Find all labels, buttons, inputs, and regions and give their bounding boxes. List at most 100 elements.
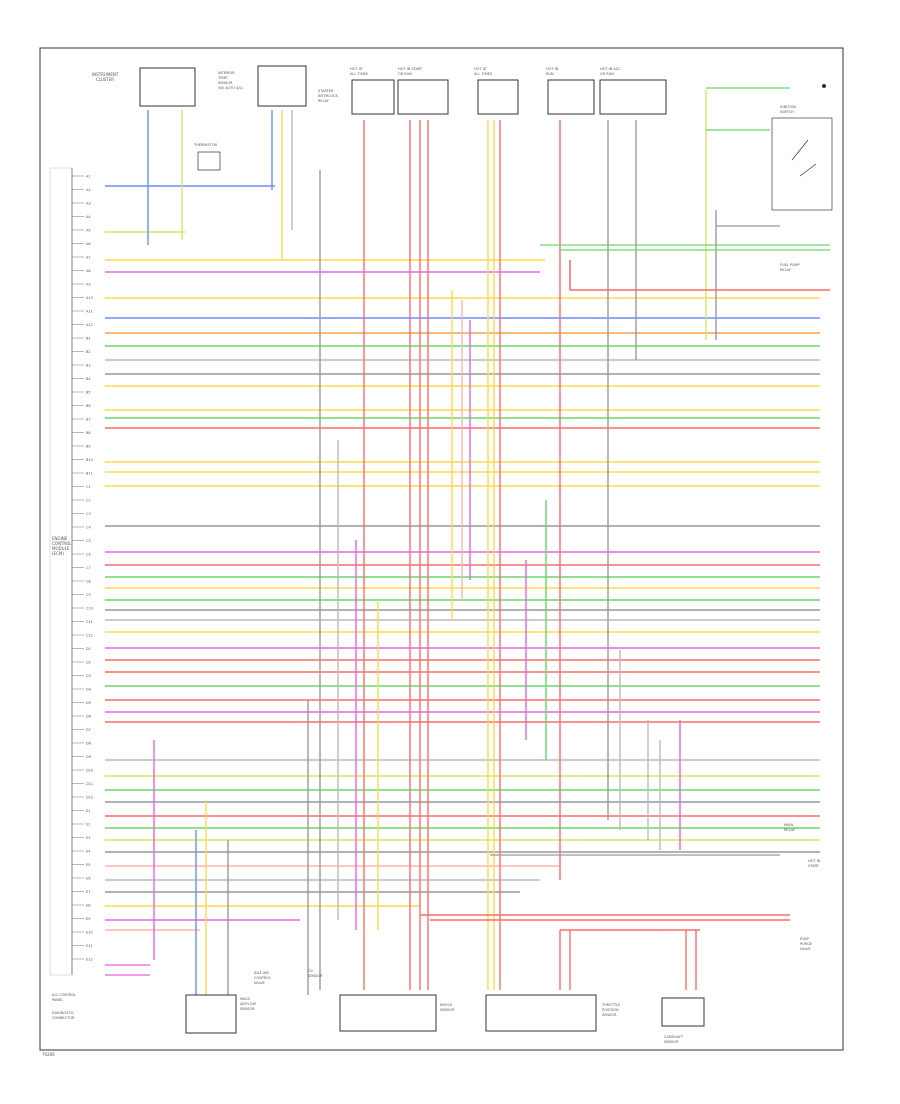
pin-label: D12 (86, 796, 93, 800)
pin-label: E11 (86, 944, 93, 948)
pin-label: C2 (86, 499, 91, 503)
pin-label: B8 (86, 431, 91, 435)
pin-label: D8 (86, 742, 91, 746)
pin-label: A2 (86, 188, 91, 192)
pin-label: A11 (86, 310, 93, 314)
pin-label: A10 (86, 296, 93, 300)
pin-label: A5 (86, 229, 91, 233)
pin-label: C4 (86, 526, 91, 530)
pin-label: D10 (86, 769, 93, 773)
pin-label: E2 (86, 823, 90, 827)
pin-label: B1 (86, 337, 91, 341)
pin-label: E4 (86, 850, 91, 854)
pin-label: A8 (86, 269, 91, 273)
pin-label: A7 (86, 256, 91, 260)
pin-label: C6 (86, 553, 91, 557)
pin-label: D3 (86, 674, 91, 678)
pin-label: E8 (86, 904, 90, 908)
pin-label: D5 (86, 701, 91, 705)
pin-label: C5 (86, 539, 91, 543)
pin-label: B5 (86, 391, 91, 395)
pin-label: C3 (86, 512, 91, 516)
pin-label: B7 (86, 418, 91, 422)
pin-label: A1 (86, 175, 91, 179)
pin-label: A4 (86, 215, 91, 219)
relay-wire (569, 260, 830, 291)
pin-label: B6 (86, 404, 91, 408)
pin-label: C12 (86, 634, 93, 638)
pin-label: A9 (86, 283, 91, 287)
pin-label: A3 (86, 202, 91, 206)
pin-label: E10 (86, 931, 93, 935)
pin-label: D11 (86, 782, 93, 786)
pin-label: C11 (86, 620, 93, 624)
thermistor: THERMISTOR (193, 143, 221, 171)
pin-label: E1 (86, 809, 90, 813)
pin-label: E3 (86, 836, 90, 840)
pin-label: B3 (86, 364, 91, 368)
footer-code: 70206 (42, 1052, 55, 1057)
pin-label: C7 (86, 566, 91, 570)
pin-label: E6 (86, 877, 90, 881)
pin-label: B2 (86, 350, 91, 354)
svg-text:THERMISTOR: THERMISTOR (193, 143, 218, 147)
pin-labels: A1A2A3A4A5A6A7A8A9A10A11A12B1B2B3B4B5B6B… (86, 175, 93, 962)
pin-label: D6 (86, 715, 91, 719)
pin-label: C1 (86, 485, 91, 489)
pin-label: C8 (86, 580, 91, 584)
pin-label: D9 (86, 755, 91, 759)
pin-label: A12 (86, 323, 93, 327)
pin-label: B4 (86, 377, 91, 381)
pin-label: E12 (86, 958, 93, 962)
pin-label: D1 (86, 647, 91, 651)
pin-label: C10 (86, 607, 93, 611)
pin-label: E9 (86, 917, 90, 921)
pin-label: B9 (86, 445, 91, 449)
pin-label: E5 (86, 863, 90, 867)
ecm-body (49, 167, 73, 976)
wire-layer (72, 87, 830, 995)
pin-label: C9 (86, 593, 91, 597)
pin-label: D2 (86, 661, 91, 665)
